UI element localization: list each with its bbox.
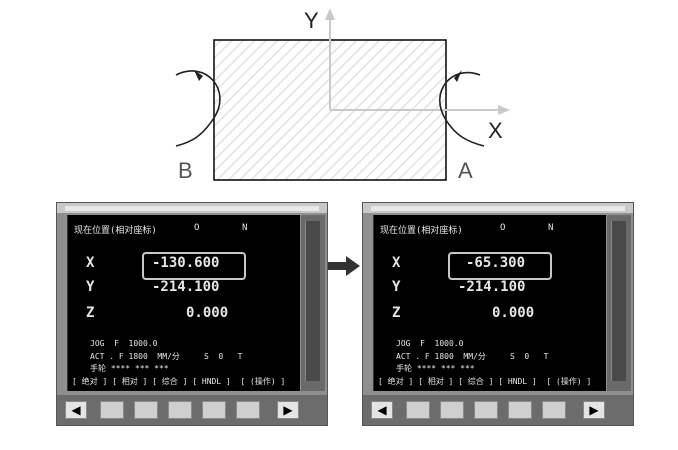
x-value-highlight [142,252,246,280]
workpiece-diagram [175,8,510,181]
y-axis-arrowhead [325,8,335,20]
softkey-5[interactable] [236,401,260,419]
softkey-labels: [ 绝对 ] [ 相对 ] [ 综合 ] [ HNDL ] [ (操作) ] [72,377,286,386]
z-value: 0.000 [186,305,229,321]
z-value: 0.000 [492,305,535,321]
softkey-3[interactable] [474,401,498,419]
y-value: -214.100 [152,279,220,295]
x-value: -65.300 [466,255,526,271]
x-axis-arrowhead [498,105,510,115]
screen-side-bezel [607,215,631,391]
x-value: -130.600 [152,255,220,271]
screen-header: 现在位置(相对座标) [380,226,463,236]
softkey-1[interactable] [406,401,430,419]
point-a-label: A [458,158,473,183]
tool-arc-b-arrow [194,70,203,81]
y-axis-label: Y [304,8,319,33]
handwheel-line: 手轮 **** *** *** [90,364,169,373]
softkey-right-arrow[interactable]: ▶ [583,401,605,419]
act-line: ACT . F 1800 MM/分 S 0 T [396,352,549,361]
x-axis-name: X [86,255,95,271]
z-axis-name: Z [392,305,401,321]
right-arrow-key-icon: ▶ [589,403,599,417]
header-n: N [242,223,248,233]
header-o: O [194,223,200,233]
x-axis-name: X [392,255,401,271]
handwheel-line: 手轮 **** *** *** [396,364,475,373]
cnc-panel-after: 现在位置(相对座标) O N X -65.300 Y -214.100 Z 0.… [362,202,634,426]
tool-arc-a-arrow [454,70,462,82]
softkey-3[interactable] [168,401,192,419]
softkey-2[interactable] [134,401,158,419]
screen-side-bezel [301,215,325,391]
jog-line: JOG F 1000.0 [90,339,158,348]
softkey-bar: ◀ ▶ [363,395,633,425]
tool-arc-b [175,70,221,147]
panel-top-strip [57,203,327,213]
right-arrow-key-icon: ▶ [283,403,293,417]
softkey-5[interactable] [542,401,566,419]
y-axis-name: Y [86,279,95,295]
softkey-right-arrow[interactable]: ▶ [277,401,299,419]
right-arrow-icon [328,256,360,276]
screen-header: 现在位置(相对座标) [74,226,157,236]
y-axis-name: Y [392,279,401,295]
softkey-4[interactable] [508,401,532,419]
z-axis-name: Z [86,305,95,321]
softkey-1[interactable] [100,401,124,419]
cnc-screen: 现在位置(相对座标) O N X -65.300 Y -214.100 Z 0.… [373,215,606,391]
header-n: N [548,223,554,233]
point-b-label: B [178,158,193,183]
softkey-4[interactable] [202,401,226,419]
act-line: ACT . F 1800 MM/分 S 0 T [90,352,243,361]
softkey-bar: ◀ ▶ [57,395,327,425]
softkey-left-arrow[interactable]: ◀ [65,401,87,419]
left-arrow-icon: ◀ [377,403,387,417]
x-value-highlight [448,252,552,280]
x-axis-label: X [488,118,503,143]
y-value: -214.100 [458,279,526,295]
softkey-left-arrow[interactable]: ◀ [371,401,393,419]
jog-line: JOG F 1000.0 [396,339,464,348]
header-o: O [500,223,506,233]
panel-top-strip [363,203,633,213]
softkey-2[interactable] [440,401,464,419]
softkey-labels: [ 绝对 ] [ 相对 ] [ 综合 ] [ HNDL ] [ (操作) ] [378,377,592,386]
cnc-panel-before: 现在位置(相对座标) O N X -130.600 Y -214.100 Z 0… [56,202,328,426]
left-arrow-icon: ◀ [71,403,81,417]
cnc-screen: 现在位置(相对座标) O N X -130.600 Y -214.100 Z 0… [67,215,300,391]
